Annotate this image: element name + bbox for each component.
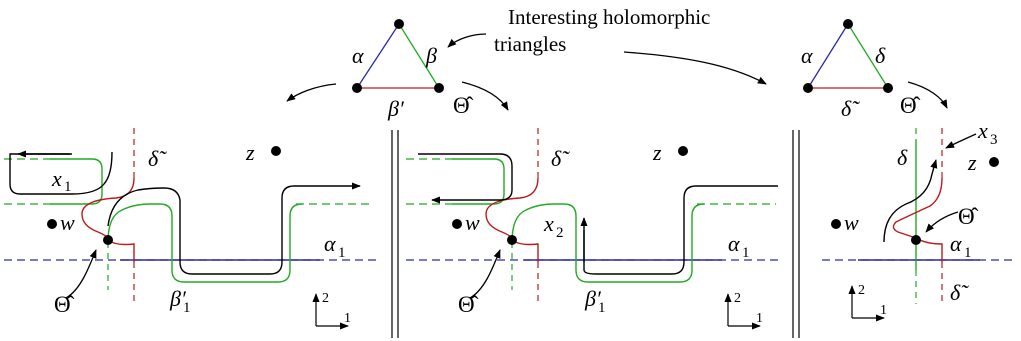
- panel-2-w-point: [452, 219, 462, 229]
- triangle-2-alpha-label: α: [801, 43, 813, 68]
- panel-1-beta-curve: [107, 203, 303, 283]
- panel-3-x-label: x: [977, 118, 988, 143]
- panel-1-alpha-sub: 1: [338, 245, 346, 261]
- triangle-2-right-vertex: [883, 83, 893, 93]
- panel-2-arrow-top-left: [418, 153, 513, 204]
- panel-3-axis-1-label: 1: [880, 303, 887, 318]
- panel-2-beta-curve: [511, 203, 705, 283]
- triangle-2-bottom-label: δ̃: [841, 96, 860, 121]
- triangle-1-alpha-label: α: [352, 43, 364, 68]
- panel-3-theta-point: [911, 235, 921, 245]
- panel-separators: [391, 130, 800, 338]
- triangle-2-top-vertex: [843, 19, 853, 29]
- triangle-1-arrow-left: [286, 83, 337, 102]
- panel-1-delta-curve: [81, 177, 135, 262]
- caption: Interesting holomorphic triangles: [494, 5, 710, 56]
- panel-1-z-label: z: [245, 140, 255, 165]
- triangle-1-right-vertex: [434, 83, 444, 93]
- panel-1-x-sub: 1: [64, 179, 72, 195]
- panel-3-alpha-label: α: [950, 231, 962, 256]
- panel-2-x-sub: 2: [556, 225, 564, 241]
- panel-3-theta-arrow: [925, 211, 959, 233]
- panel-1-beta-sub: 1: [183, 300, 191, 316]
- panel-2-delta-label: δ̃: [551, 146, 570, 171]
- panel-3-delta-tilde-curve: [892, 177, 943, 262]
- panel-2: z w x 2 δ̃ α 1 β′ 1 Θ̂ 2 1: [406, 128, 782, 330]
- panel-2-beta-hook: [452, 158, 505, 205]
- triangle-1-beta-label: β: [425, 43, 437, 68]
- panel-3-arrow-up: [883, 159, 938, 243]
- triangle-2-alpha-edge: [807, 23, 849, 89]
- panel-1-axis-1-label: 1: [344, 311, 351, 326]
- caption-arrow-left: [447, 33, 487, 48]
- panel-1-theta-label: Θ̂: [54, 292, 75, 317]
- panel-1-theta-arrow: [65, 249, 97, 299]
- panel-1-w-label: w: [60, 210, 75, 235]
- triangle-2-theta-label: Θ̂: [900, 93, 921, 118]
- panel-1-beta-hook: [50, 158, 103, 205]
- panel-3-delta-label: δ: [897, 145, 908, 170]
- panel-3-axes: 2 1: [848, 283, 887, 322]
- triangle-1-theta-label: Θ̂: [453, 93, 474, 118]
- triangle-2-arrows: [907, 81, 948, 109]
- panel-2-theta-arrow: [469, 249, 501, 299]
- triangle-1: α β β′ Θ̂: [352, 19, 474, 121]
- triangle-1-left-vertex: [352, 83, 362, 93]
- panel-3-w-point: [831, 219, 841, 229]
- panel-2-w-label: w: [465, 210, 480, 235]
- triangle-1-alpha-edge: [356, 23, 400, 89]
- triangle-1-beta-edge: [398, 23, 440, 89]
- panel-3-z-label: z: [967, 150, 977, 175]
- panel-2-theta-point: [507, 235, 517, 245]
- triangle-2: α δ δ̃ Θ̂: [801, 19, 921, 121]
- panel-1-beta-label: β′: [169, 286, 187, 311]
- panel-2-black-loop: [583, 185, 778, 275]
- panel-2-beta-label: β′: [584, 286, 602, 311]
- panel-1-theta-point: [103, 235, 113, 245]
- panel-2-z-label: z: [652, 140, 662, 165]
- panel-2-x-label: x: [543, 211, 554, 236]
- caption-arrows: [447, 33, 767, 85]
- panel-3-axis-2-label: 2: [858, 283, 865, 298]
- panel-1-delta-label: δ̃: [148, 146, 167, 171]
- triangle-2-delta-label: δ: [875, 43, 886, 68]
- triangle-1-arrows: [286, 81, 509, 111]
- panel-2-beta-sub: 1: [598, 300, 606, 316]
- triangle-2-arrow-right: [907, 81, 948, 109]
- panel-2-alpha-sub: 1: [742, 245, 750, 261]
- panel-2-axis-2-label: 2: [734, 291, 741, 306]
- panel-2-axes: 2 1: [724, 291, 763, 330]
- caption-line-2: triangles: [494, 32, 566, 56]
- panel-1-axis-2-label: 2: [322, 291, 329, 306]
- panel-1-arrow-main: [107, 182, 361, 275]
- caption-arrow-right: [623, 51, 767, 85]
- panel-3-x-sub: 3: [990, 132, 998, 148]
- panel-1-alpha-label: α: [324, 231, 336, 256]
- panel-1-z-point: [271, 146, 281, 156]
- panel-1-axes: 2 1: [312, 291, 351, 330]
- panel-3-theta-label: Θ̂: [958, 204, 979, 229]
- panel-3-alpha-sub: 1: [964, 245, 972, 261]
- panel-2-axis-1-label: 1: [756, 311, 763, 326]
- panel-2-z-point: [678, 146, 688, 156]
- panel-3-z-point: [989, 157, 999, 167]
- panel-1: z w x 1 δ̃ α 1 β′ 1 Θ̂ 2 1: [4, 128, 380, 330]
- triangle-1-arrow-right: [461, 81, 509, 111]
- triangle-1-top-vertex: [394, 19, 404, 29]
- triangle-1-bottom-label: β′: [387, 96, 405, 121]
- caption-line-1: Interesting holomorphic: [508, 5, 710, 29]
- panel-3-x-arrow: [945, 133, 977, 149]
- panel-1-w-point: [47, 219, 57, 229]
- panel-1-x-label: x: [51, 166, 62, 191]
- triangle-2-delta-edge: [847, 23, 889, 89]
- panel-3: z w x 3 δ δ̃ α 1 Θ̂ 2 1: [822, 118, 1016, 322]
- panel-3-w-label: w: [844, 210, 859, 235]
- panel-2-alpha-label: α: [728, 231, 740, 256]
- triangle-2-left-vertex: [803, 83, 813, 93]
- panel-3-delta-tilde-label: δ̃: [950, 280, 969, 305]
- panel-2-theta-label: Θ̂: [458, 292, 479, 317]
